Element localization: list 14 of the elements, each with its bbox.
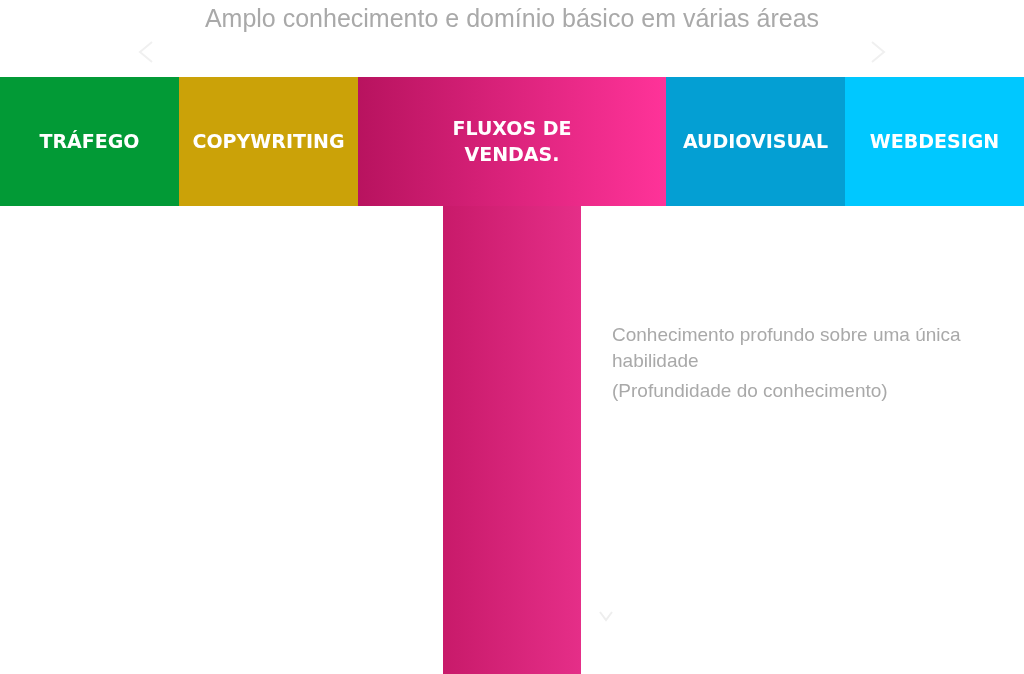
skill-bar <box>358 77 666 206</box>
skill-bar <box>0 77 179 206</box>
skill-label: WEBDESIGN <box>869 128 1000 154</box>
skill-label: COPYWRITING <box>192 128 345 154</box>
t-stem-bar <box>443 206 581 674</box>
skill-bar <box>179 77 358 206</box>
skill-label: FLUXOS DE VENDAS. <box>451 115 573 167</box>
depth-note: (Profundidade do conhecimento) <box>612 379 889 403</box>
skill-label: AUDIOVISUAL <box>682 128 829 154</box>
skill-bar <box>845 77 1024 206</box>
skill-label: TRÁFEGO <box>39 128 140 154</box>
breadth-caption: Amplo conhecimento e domínio básico em várias áreas <box>203 3 821 34</box>
depth-caption: Conhecimento profundo sobre uma única habilidade <box>612 323 962 373</box>
skill-bar <box>666 77 845 206</box>
